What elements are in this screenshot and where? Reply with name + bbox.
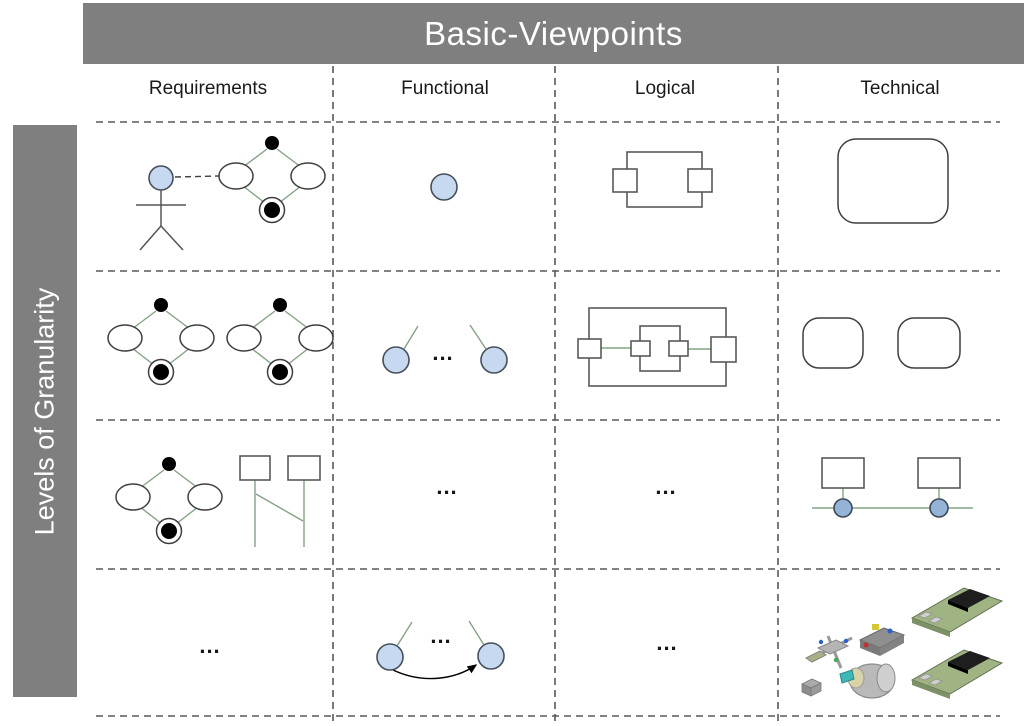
sequence-chart-icon [239,455,321,547]
goal-diagram-icon [226,297,334,386]
component-with-ports-icon [612,151,713,208]
cube-part-icon [801,678,822,697]
ellipsis-row3-functional: ... [436,474,458,499]
hardware-components-icon [801,587,1003,700]
circuit-board-icon [911,649,1003,700]
ellipsis-row4-logical: ... [656,630,678,655]
ellipsis-row4-functional: ... [430,623,452,648]
ellipsis-row3-logical: ... [655,474,677,499]
nested-components-icon [577,307,737,387]
column-header-requirements: Requirements [148,78,268,99]
valve-assembly-icon [805,635,853,669]
rounded-box-icon [897,317,961,369]
bus-topology-icon [812,457,973,518]
function-transition-icon [376,620,505,680]
rounded-box-icon [802,317,864,369]
goal-diagram-icon [107,297,215,386]
control-block-icon [858,624,906,656]
basic-viewpoints-header-bar: Basic-Viewpoints [83,3,1024,64]
function-node-antenna-icon [469,324,508,374]
levels-of-granularity-sidebar: Levels of Granularity [13,125,77,697]
actor-goal-link [174,175,220,178]
column-header-technical: Technical [860,78,940,99]
ellipsis-row2-functional: ... [432,340,454,365]
goal-diagram-icon [218,135,326,224]
function-node-antenna-icon [382,325,419,374]
actor-icon [136,165,186,251]
function-node-icon [430,173,458,201]
motor-icon [839,663,896,699]
column-header-logical: Logical [634,78,696,99]
column-header-functional: Functional [401,78,489,99]
ellipsis-row4-requirements: ... [199,633,221,658]
grid-lines [96,66,1000,726]
rounded-box-icon [837,138,949,224]
goal-diagram-icon [115,456,223,545]
page-title: Basic-Viewpoints [424,14,683,52]
circuit-board-icon [911,587,1003,638]
